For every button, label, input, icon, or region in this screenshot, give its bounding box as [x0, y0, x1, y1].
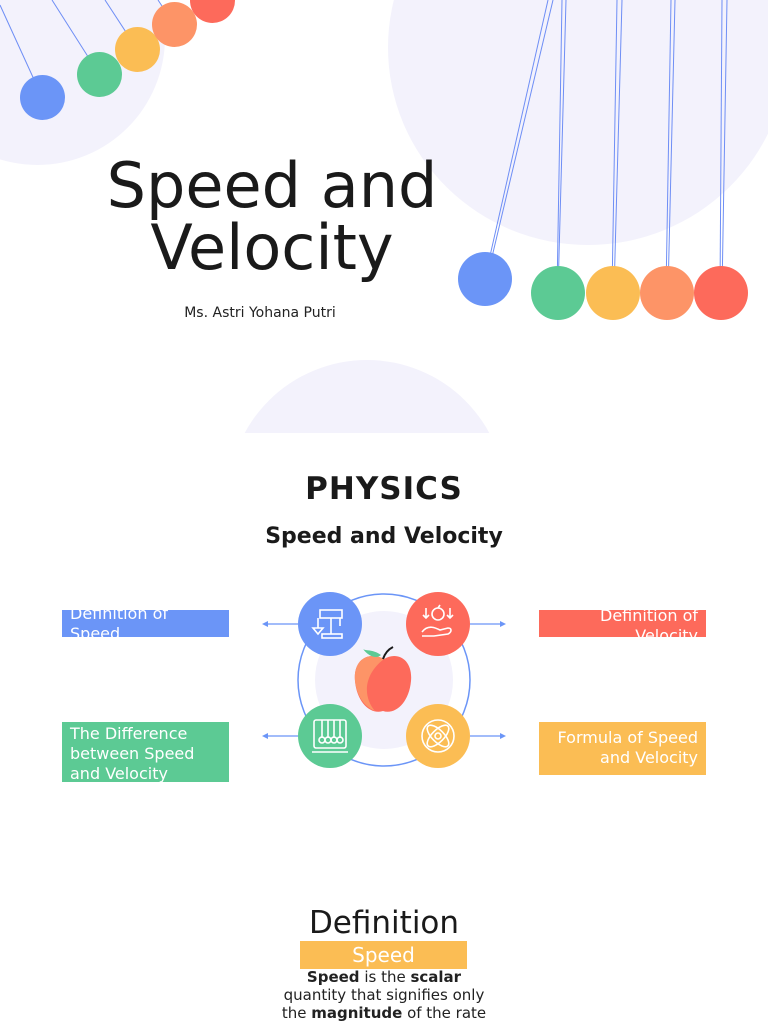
section-subheading: Speed and Velocity — [265, 524, 503, 549]
body-bold-scalar: scalar — [410, 968, 462, 986]
topic-formula-speed-velocity[interactable]: Formula of Speed and Velocity — [539, 722, 706, 775]
section-heading: PHYSICS — [305, 471, 463, 507]
body-text: is the — [359, 968, 411, 986]
author-name: Ms. Astri Yohana Putri — [184, 305, 336, 321]
definition-title: Definition — [308, 905, 460, 941]
apple-icon — [354, 646, 412, 712]
cradle-ball-yellow — [115, 27, 160, 72]
cradle-ball-red — [190, 0, 235, 23]
title-slide: Speed and Velocity Ms. Astri Yohana Putr… — [0, 0, 768, 433]
definition-body: Speed is the scalar quantity that signif… — [274, 968, 494, 1022]
cradle-ball-blue — [20, 75, 65, 120]
cradle-ball-green — [77, 52, 122, 97]
cradle-ball-yellow-right — [586, 266, 640, 320]
newtons-cradle-icon — [298, 704, 362, 768]
topic-definition-of-velocity[interactable]: Definition of Velocity — [539, 610, 706, 637]
cradle-ball-red-right — [694, 266, 748, 320]
slide-title: Speed and Velocity — [106, 149, 438, 284]
topic-label: Definition of Velocity — [600, 610, 698, 637]
topic-label: The Difference between Speed and Velocit… — [70, 724, 195, 782]
topic-definition-of-speed[interactable]: Definition of Speed — [62, 610, 229, 637]
body-text: quantity that signifies only the — [281, 986, 485, 1022]
scale-icon — [298, 592, 362, 656]
body-bold-magnitude: magnitude — [311, 1004, 403, 1022]
atom-icon — [406, 704, 470, 768]
definition-slide: Definition Speed Speed is the scalar qua… — [0, 867, 768, 1024]
topic-difference-speed-velocity[interactable]: The Difference between Speed and Velocit… — [62, 722, 229, 782]
cradle-ball-green-right — [531, 266, 585, 320]
cradle-ball-orange — [152, 2, 197, 47]
overview-slide: PHYSICS Speed and Velocity — [0, 433, 768, 867]
topic-label: Definition of Speed — [70, 610, 168, 637]
topic-label: Formula of Speed and Velocity — [557, 728, 698, 767]
body-text: of the rate — [402, 1004, 487, 1022]
apple-gravity-icon — [406, 592, 470, 656]
cradle-ball-blue-right — [458, 252, 512, 306]
body-bold-speed: Speed — [306, 968, 360, 986]
cradle-ball-orange-right — [640, 266, 694, 320]
speed-tag: Speed — [300, 941, 467, 969]
